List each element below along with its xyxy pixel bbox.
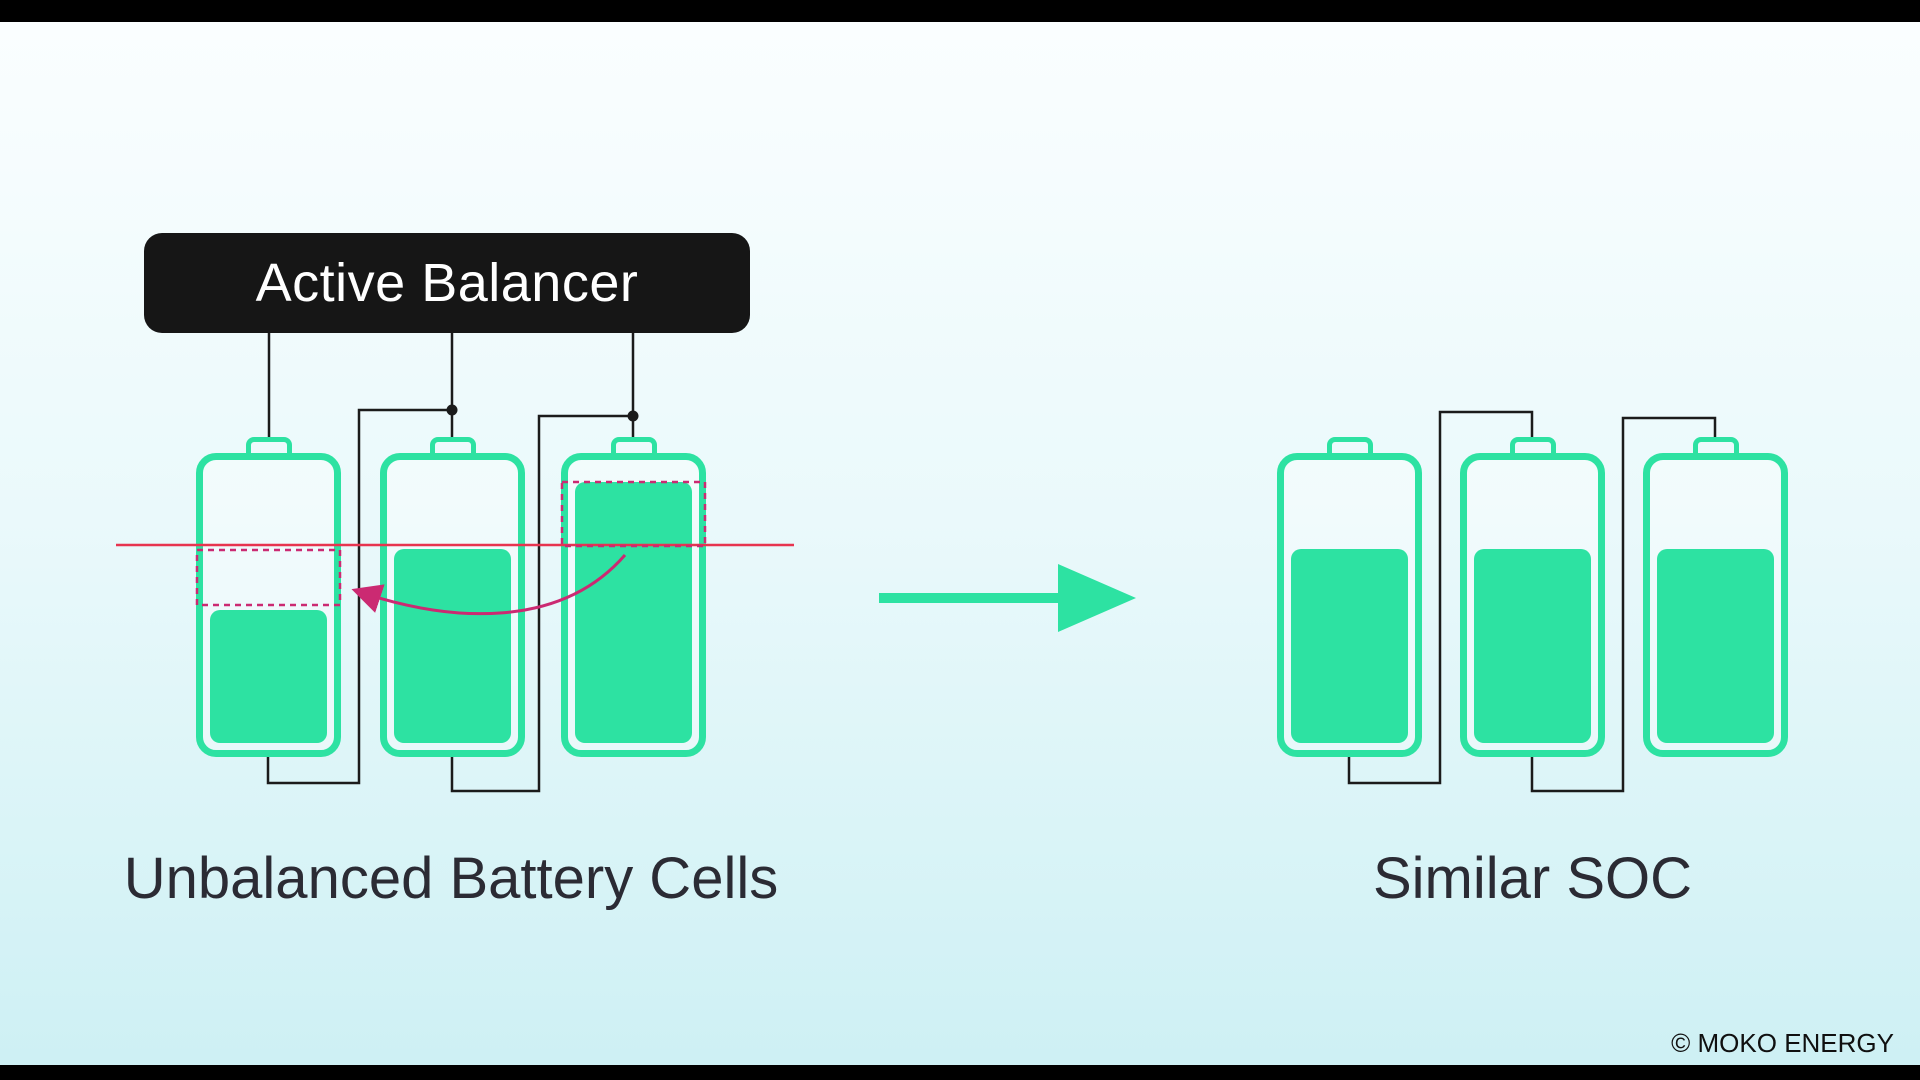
battery-terminal: [1326, 437, 1373, 453]
series-link-right-cell1-cell2-wire: [1347, 410, 1534, 785]
battery-terminal: [1509, 437, 1556, 453]
battery-body: [561, 453, 706, 757]
battery-terminal: [245, 437, 292, 453]
series-link-right-cell2-cell3-wire: [1530, 416, 1717, 793]
battery-charge-fill: [210, 609, 327, 743]
battery-terminal: [429, 437, 476, 453]
right-caption: Similar SOC: [1372, 846, 1693, 911]
battery-charge-fill: [1474, 548, 1591, 743]
battery-charge-fill: [575, 482, 692, 743]
balanced-battery-cell-1: [1277, 437, 1422, 757]
series-link-cell1-cell2-wire: [266, 408, 452, 785]
unbalanced-battery-cell-3: [561, 437, 706, 757]
left-caption: Unbalanced Battery Cells: [123, 846, 779, 911]
battery-body: [1643, 453, 1788, 757]
active-balancer-box: Active Balancer: [144, 233, 750, 333]
balanced-battery-cell-2: [1460, 437, 1605, 757]
bottom-letterbox-bar: [0, 1065, 1920, 1080]
balanced-battery-cell-3: [1643, 437, 1788, 757]
series-link-cell2-cell3-wire: [450, 414, 633, 793]
copyright-credit: © MOKO ENERGY: [1671, 1028, 1894, 1058]
active-balancer-label: Active Balancer: [255, 253, 639, 313]
battery-terminal: [1692, 437, 1739, 453]
battery-body: [1277, 453, 1422, 757]
top-letterbox-bar: [0, 0, 1920, 22]
battery-charge-fill: [1291, 548, 1408, 743]
energy-transfer-arrow-icon: [351, 554, 627, 616]
battery-charge-fill: [1657, 548, 1774, 743]
battery-body: [1460, 453, 1605, 757]
charge-surplus-dashed-box: [560, 480, 707, 548]
charge-deficit-dashed-box: [195, 548, 342, 607]
battery-terminal: [610, 437, 657, 453]
battery-charge-fill: [394, 548, 511, 743]
right-arrow-head-icon: [1058, 564, 1136, 632]
